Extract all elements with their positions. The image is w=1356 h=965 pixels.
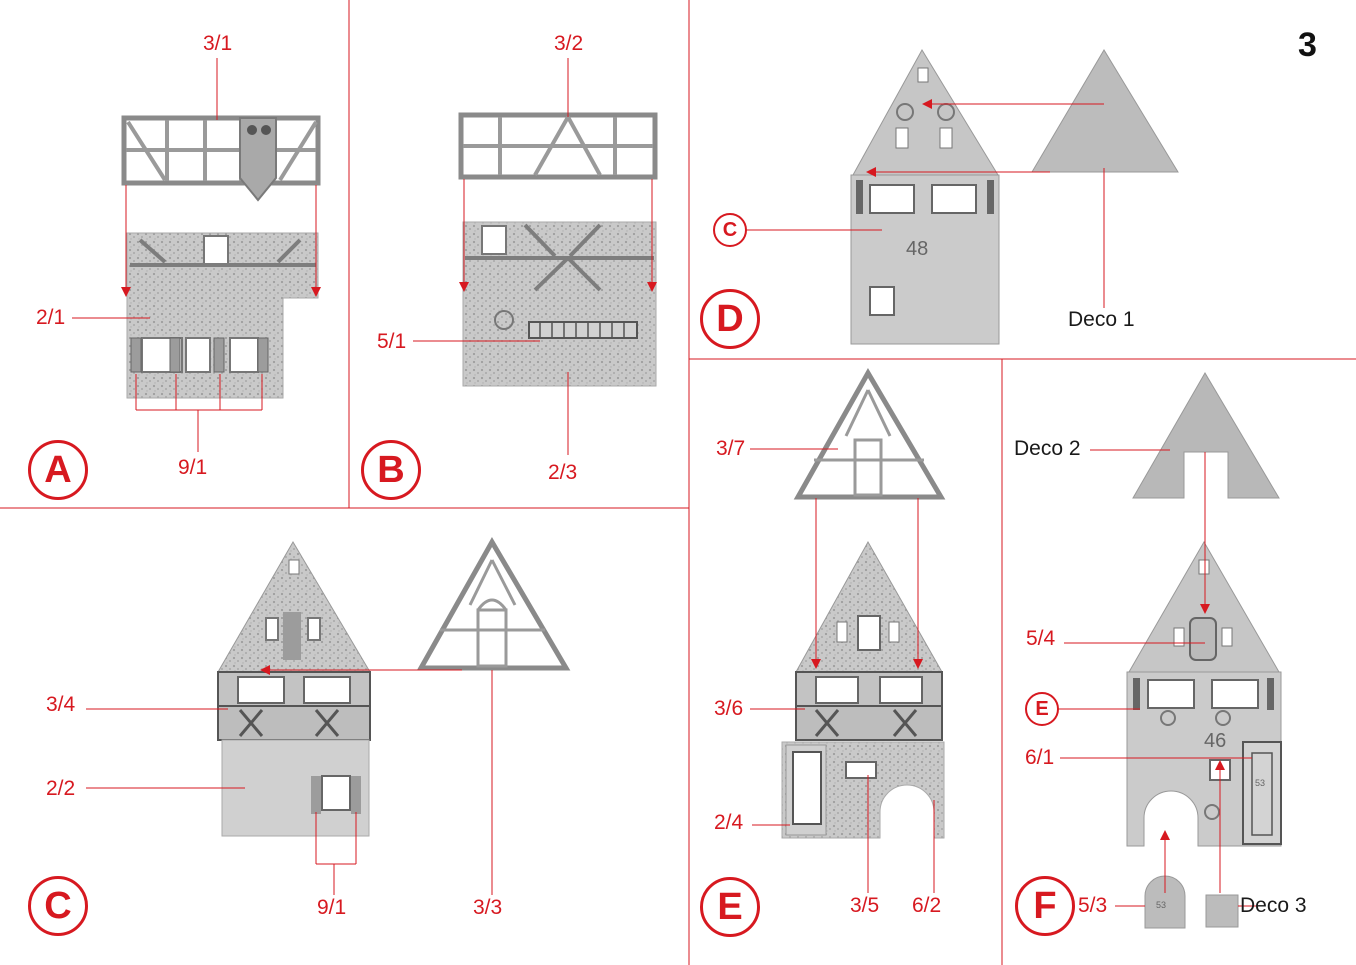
step-badge-a: A xyxy=(28,440,88,500)
label-a-2-1: 2/1 xyxy=(36,306,65,330)
label-d-deco-1: Deco 1 xyxy=(1068,308,1135,332)
step-badge-f: F xyxy=(1015,876,1075,936)
step-badge-b: B xyxy=(361,440,421,500)
step-badge-e: E xyxy=(700,877,760,937)
label-e-2-4: 2/4 xyxy=(714,811,743,835)
panel-a-parts xyxy=(124,118,318,398)
label-c-3-3: 3/3 xyxy=(473,896,502,920)
label-e-3-7: 3/7 xyxy=(716,437,745,461)
panel-b-parts xyxy=(461,115,656,386)
label-a-3-1: 3/1 xyxy=(203,32,232,56)
panel-c-parts xyxy=(218,542,566,836)
label-f-deco-3: Deco 3 xyxy=(1240,894,1307,918)
ref-badge-f: E xyxy=(1025,692,1059,726)
label-f-5-3: 5/3 xyxy=(1078,894,1107,918)
step-badge-d: D xyxy=(700,289,760,349)
label-a-9-1: 9/1 xyxy=(178,456,207,480)
label-f-deco-2: Deco 2 xyxy=(1014,437,1081,461)
label-b-5-1: 5/1 xyxy=(377,330,406,354)
panel-f-parts xyxy=(1127,373,1281,928)
panel-d-parts xyxy=(851,50,1178,344)
part-mark-door: 53 xyxy=(1255,778,1265,788)
step-badge-c: C xyxy=(28,876,88,936)
label-e-6-2: 6/2 xyxy=(912,894,941,918)
page-number: 3 xyxy=(1298,26,1317,65)
panel-e-parts xyxy=(782,373,944,838)
ref-badge-d: C xyxy=(713,213,747,247)
label-f-6-1: 6/1 xyxy=(1025,746,1054,770)
house-number-46: 46 xyxy=(1204,730,1226,753)
label-b-2-3: 2/3 xyxy=(548,461,577,485)
label-b-3-2: 3/2 xyxy=(554,32,583,56)
label-c-2-2: 2/2 xyxy=(46,777,75,801)
label-f-5-4: 5/4 xyxy=(1026,627,1055,651)
label-c-9-1: 9/1 xyxy=(317,896,346,920)
label-e-3-5: 3/5 xyxy=(850,894,879,918)
label-e-3-6: 3/6 xyxy=(714,697,743,721)
label-c-3-4: 3/4 xyxy=(46,693,75,717)
part-mark-arch: 53 xyxy=(1156,900,1166,910)
house-number-48: 48 xyxy=(906,238,928,261)
